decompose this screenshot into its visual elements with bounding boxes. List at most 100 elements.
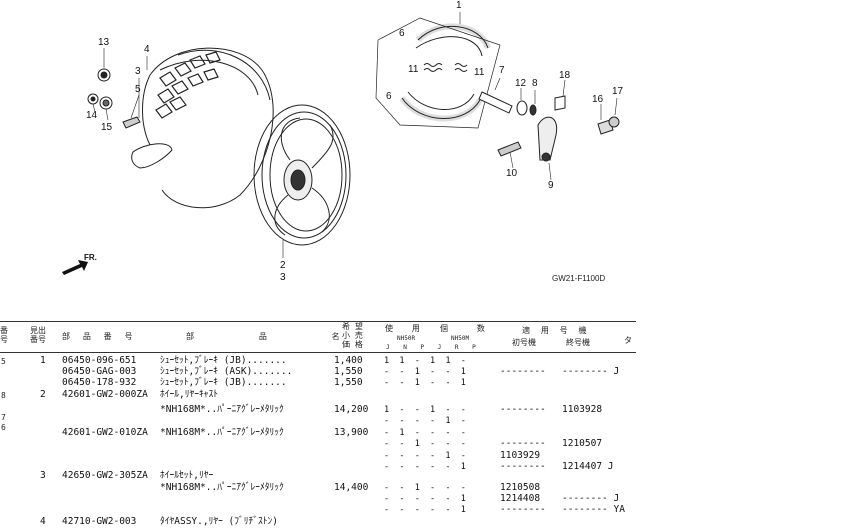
- figure-code: GW21-F1100D: [552, 274, 606, 283]
- cell-last: 1103928: [562, 404, 603, 415]
- rear-wheel-drawing: [253, 104, 351, 246]
- header-jnp: J N P J R P: [386, 344, 476, 351]
- cell-part: 06450-096-651: [62, 355, 137, 366]
- callout-7: 7: [499, 65, 505, 76]
- cell-name: ｼｭｰｾｯﾄ,ﾌﾞﾚｰｷ (JB).......: [160, 355, 287, 366]
- cell-q: - - 1 - - -: [384, 483, 466, 493]
- cell-q: - - 1 - - -: [384, 439, 466, 449]
- table-top-rule: [0, 321, 636, 322]
- cell-q: - - - - - 1: [384, 494, 466, 504]
- cell-first: --------: [500, 504, 546, 515]
- cell-ref: 2: [40, 389, 46, 400]
- callout-13: 13: [98, 37, 110, 48]
- header-part-number: 部 品 番 号: [62, 332, 133, 341]
- cell-q: - - 1 - - 1: [384, 367, 466, 377]
- cell-name: ｼｭｰｾｯﾄ,ﾌﾞﾚｰｷ (JB).......: [160, 377, 287, 388]
- callout-10: 10: [506, 168, 518, 179]
- cell-name: *NH168M*..ﾊﾟｰﾆｱｸﾞﾚｰﾒﾀﾘｯｸ: [160, 427, 284, 438]
- small-parts-left: [87, 68, 141, 129]
- return-springs: [423, 63, 468, 72]
- left-mark: 6: [1, 423, 6, 432]
- cell-last: 1210507: [562, 438, 603, 449]
- cell-price: 1,550: [334, 377, 363, 388]
- cell-part: 06450-GAG-003: [62, 366, 137, 377]
- header-model-b: NH50M: [451, 335, 470, 342]
- cell-first: 1103929: [500, 450, 541, 461]
- cell-q: - - - - 1 -: [384, 416, 466, 426]
- table-row: 3 42650-GW2-305ZA ﾎｲｰﾙｾｯﾄ,ﾘﾔｰ: [0, 470, 850, 482]
- header-first-serial: 初号機: [512, 338, 536, 347]
- cell-name: ﾎｲｰﾙｾｯﾄ,ﾘﾔｰ: [160, 470, 214, 481]
- callout-5: 5: [135, 84, 141, 95]
- cell-first: 1214408: [500, 493, 541, 504]
- exploded-parts-diagram: [62, 12, 620, 275]
- header-model-a: NH50R: [397, 335, 416, 342]
- callout-11-left: 11: [408, 64, 419, 75]
- callout-8: 8: [532, 78, 538, 89]
- cell-part: 42650-GW2-305ZA: [62, 470, 148, 481]
- cell-part: 42601-GW2-000ZA: [62, 389, 148, 400]
- table-row: 2 42601-GW2-000ZA ﾎｲｰﾙ,ﾘﾔｰｷｬｽﾄ: [0, 389, 850, 401]
- table-header-rule: [0, 352, 636, 353]
- left-mark: 5: [1, 357, 6, 366]
- cell-first: --------: [500, 404, 546, 415]
- cell-price: 14,200: [334, 404, 369, 415]
- header-usage: 使 用: [385, 324, 420, 333]
- table-row: - - - - - 1 1214408 -------- J: [0, 493, 850, 505]
- header-left-col: 番 号: [0, 326, 8, 344]
- cell-q: - - - - - 1: [384, 505, 466, 515]
- cell-q: 1 1 - 1 1 -: [384, 356, 466, 366]
- cell-q: - - - - 1 -: [384, 451, 466, 461]
- callout-17: 17: [612, 86, 624, 97]
- header-quantity: 個 数: [440, 324, 485, 333]
- header-applicable: 適 用 号 機: [522, 326, 587, 335]
- callout-4: 4: [144, 44, 150, 55]
- cell-name: ｼｭｰｾｯﾄ,ﾌﾞﾚｰｷ (ASK).......: [160, 366, 293, 377]
- header-last-serial: 終号機: [566, 338, 590, 347]
- cell-q: - - - - - 1: [384, 462, 466, 472]
- left-mark: 7: [1, 413, 6, 422]
- callout-14: 14: [86, 110, 98, 121]
- cell-ref: 3: [40, 470, 46, 481]
- callout-11-right: 11: [474, 67, 485, 78]
- cell-ref: 1: [40, 355, 46, 366]
- table-row: - - - - 1 -: [0, 415, 850, 427]
- cell-last: -------- J: [562, 493, 620, 504]
- callout-9: 9: [548, 180, 554, 191]
- header-price: 希 望 小 売 価 格: [342, 322, 363, 349]
- cell-last: -------- YA: [562, 504, 625, 515]
- cell-ref: 4: [40, 516, 46, 527]
- cell-price: 1,400: [334, 355, 363, 366]
- callout-16: 16: [592, 94, 604, 105]
- callout-6-bottom: 6: [386, 91, 392, 102]
- cell-name: *NH168M*..ﾊﾟｰﾆｱｸﾞﾚｰﾒﾀﾘｯｸ: [160, 482, 284, 493]
- cell-q: - 1 - - - -: [384, 428, 466, 438]
- cell-name: ﾎｲｰﾙ,ﾘﾔｰｷｬｽﾄ: [160, 389, 218, 400]
- cell-first: --------: [500, 366, 546, 377]
- brake-cam-drawing: [478, 91, 620, 162]
- table-row: - - - - - 1--------1214407 J: [0, 461, 850, 473]
- rear-tire-drawing: [131, 47, 274, 209]
- header-part-name: 部 品 名: [186, 332, 340, 341]
- callout-3-tire: 3: [135, 66, 141, 77]
- cell-part: 42710-GW2-003: [62, 516, 137, 527]
- cell-q: 1 - - 1 - -: [384, 405, 466, 415]
- cell-name: *NH168M*..ﾊﾟｰﾆｱｸﾞﾚｰﾒﾀﾘｯｸ: [160, 404, 284, 415]
- callout-12: 12: [515, 78, 527, 89]
- table-row: - - - - 1 - 1103929: [0, 450, 850, 462]
- cell-part: 42601-GW2-010ZA: [62, 427, 148, 438]
- cell-q: - - 1 - - 1: [384, 378, 466, 388]
- header-ref-no: 見出 番号: [30, 326, 46, 344]
- callout-15: 15: [101, 122, 113, 133]
- cell-first: --------: [500, 438, 546, 449]
- table-row: *NH168M*..ﾊﾟｰﾆｱｸﾞﾚｰﾒﾀﾘｯｸ 14,200 1 - - 1 - …: [0, 404, 850, 416]
- cell-first: 1210508: [500, 482, 541, 493]
- callout-2: 2: [280, 260, 286, 271]
- table-row: - - 1 - - - -------- 1210507: [0, 438, 850, 450]
- table-row: - - - - - 1 -------- -------- YA: [0, 504, 850, 516]
- front-direction-arrow: [62, 260, 88, 275]
- cell-last: -------- J: [562, 366, 620, 377]
- cell-price: 13,900: [334, 427, 369, 438]
